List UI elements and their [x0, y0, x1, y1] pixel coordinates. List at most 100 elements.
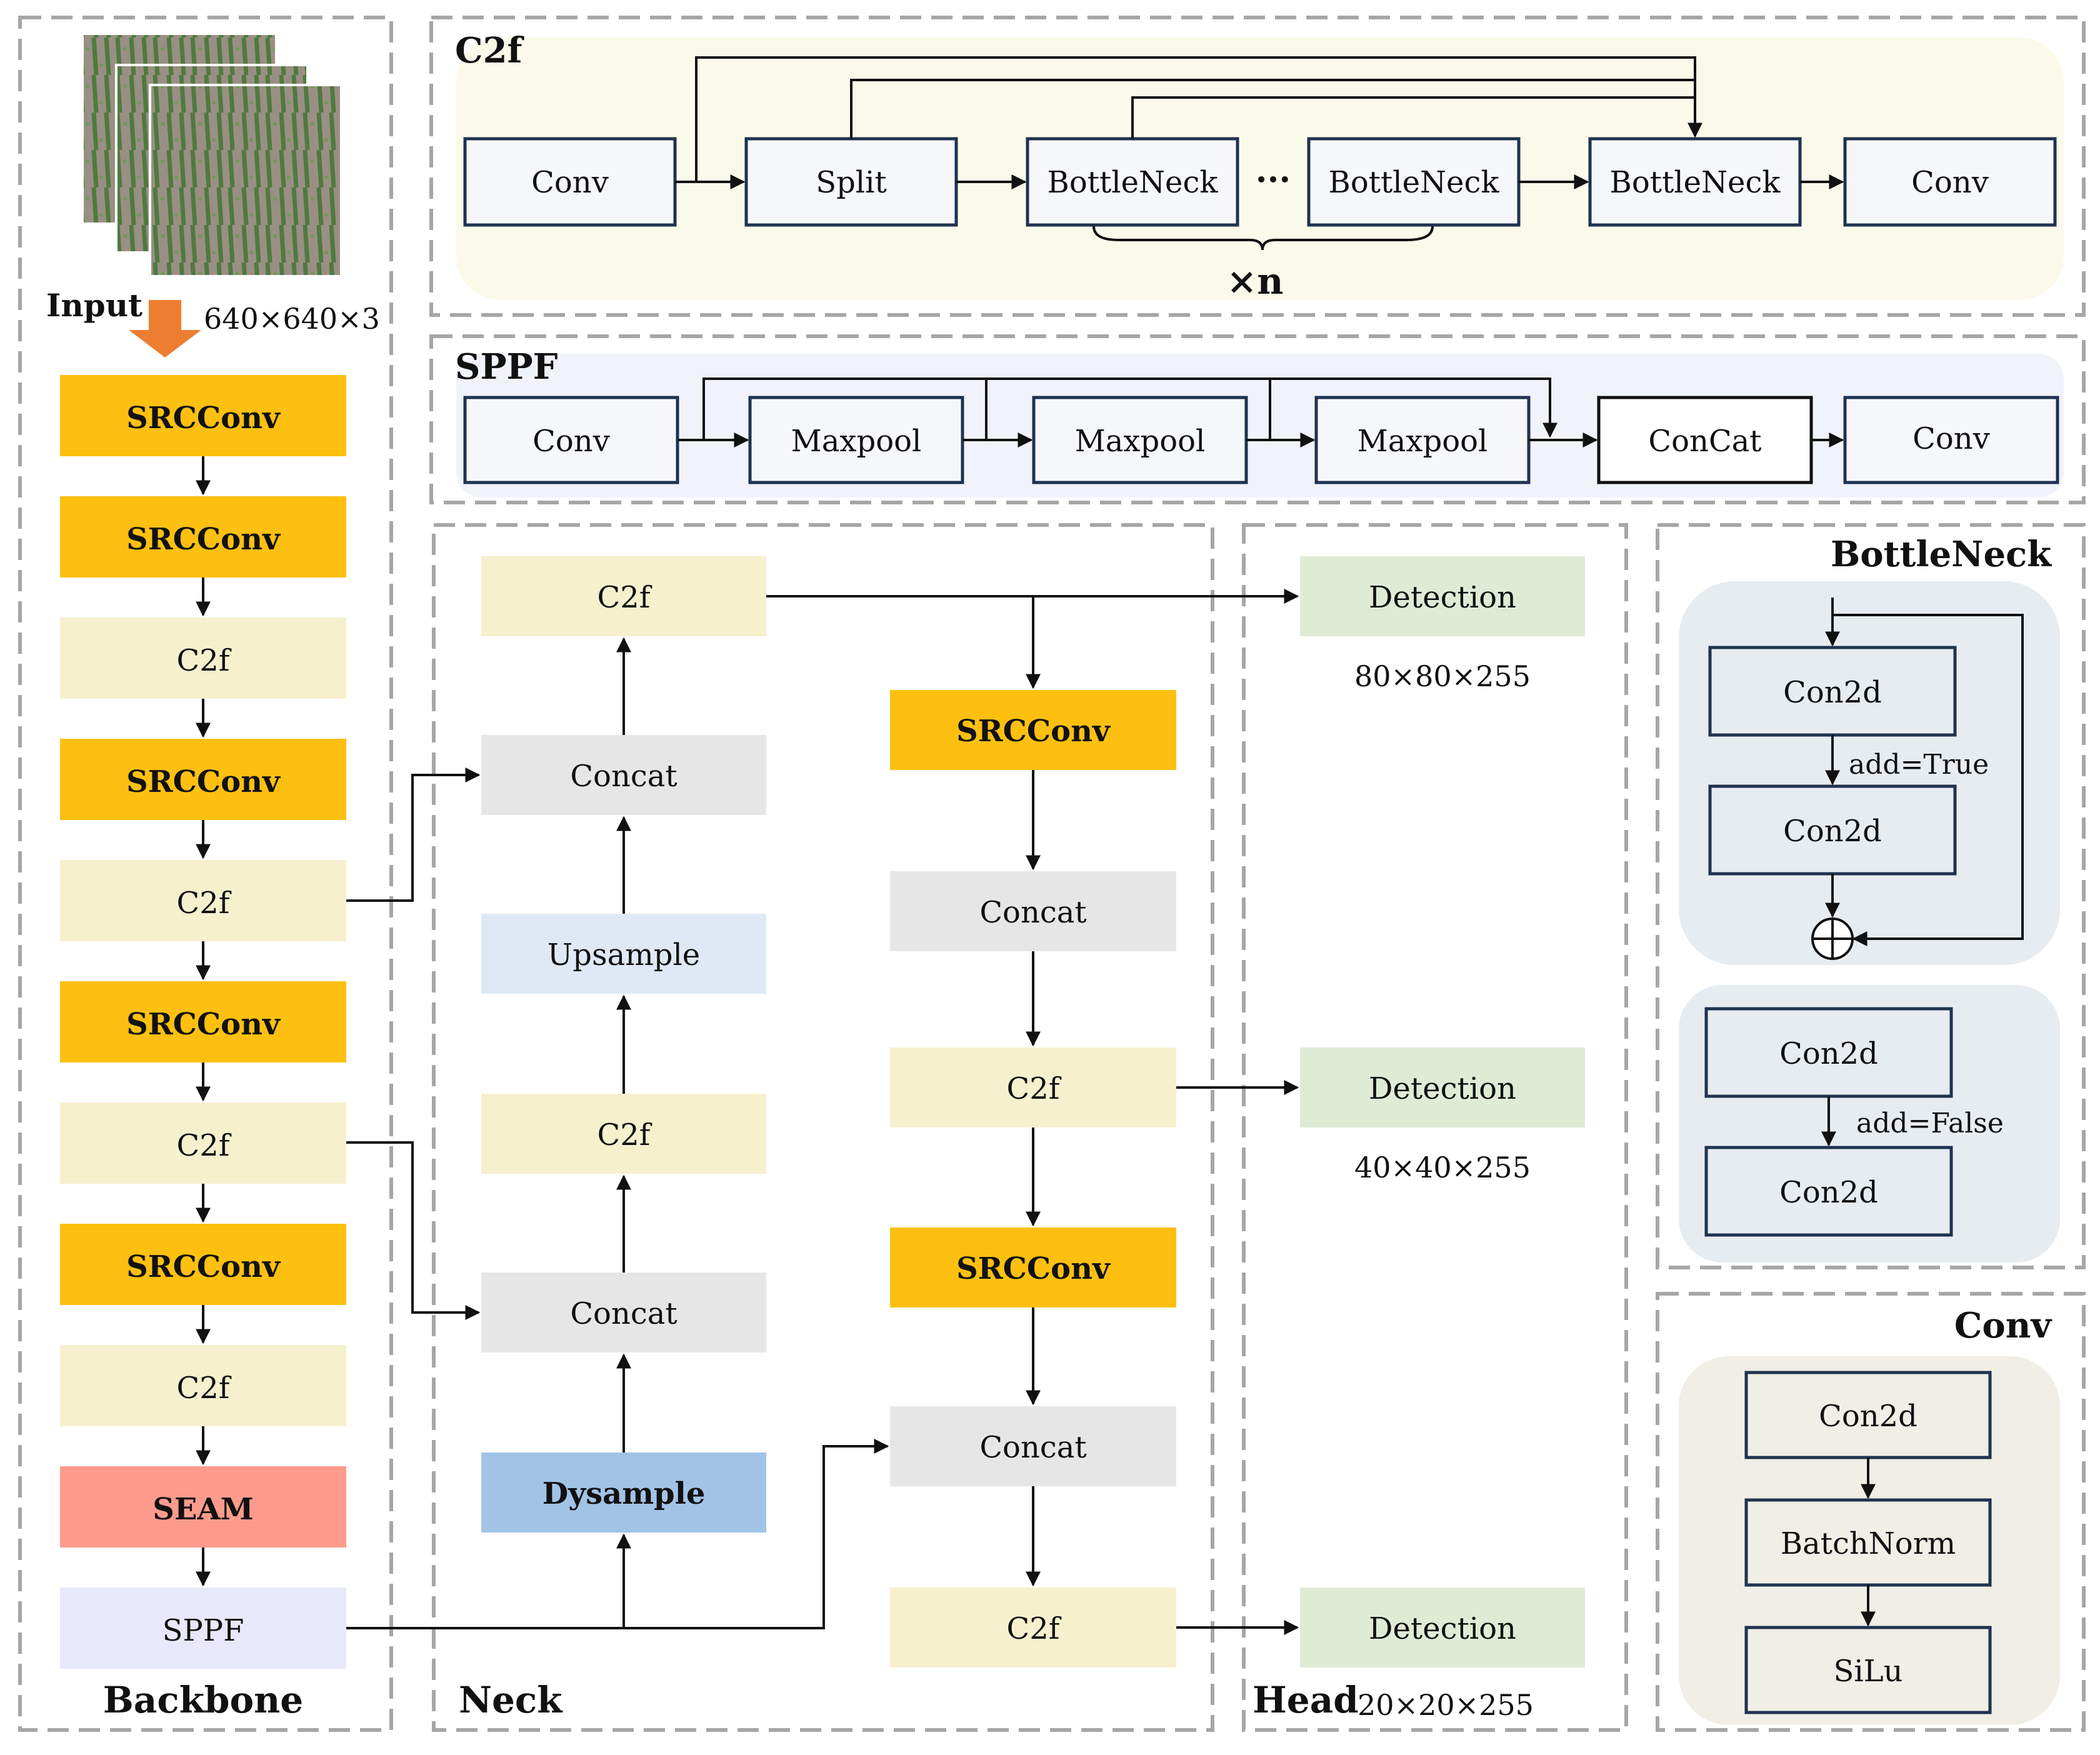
- sppf-block-maxpool-1: [748, 396, 964, 484]
- backbone-sppf-label: SPPF: [162, 1613, 244, 1648]
- bottleneck-true-con2d-2: [1708, 784, 1957, 876]
- neck-srcconv-2: [890, 1228, 1176, 1308]
- bottleneck-true-con2d-1: [1708, 646, 1957, 737]
- conv-frame: [1656, 1292, 2086, 1732]
- backbone-srcconv-2: [60, 496, 346, 578]
- backbone-c2f-4: [60, 1345, 346, 1426]
- c2f-repeat-label: ×n: [1227, 260, 1284, 302]
- sppf-block-maxpool-2: [1032, 396, 1248, 484]
- neck-srcconv-1-label: SRCConv: [956, 714, 1111, 749]
- bottleneck-false-con2d-1: [1704, 1007, 1953, 1098]
- c2f-block-conv-in: [463, 137, 677, 227]
- neck-c2f-top-label: C2f: [597, 580, 652, 615]
- c2f-ellipsis: ···: [1256, 159, 1291, 199]
- backbone-sppf: [60, 1588, 346, 1669]
- backbone-srcconv-4-label: SRCConv: [126, 1007, 281, 1042]
- c2f-block-bottleneck-1-label: BottleNeck: [1048, 165, 1219, 200]
- backbone-title: Backbone: [103, 1679, 303, 1721]
- neck-upsample-label: Upsample: [548, 938, 700, 972]
- head-detection-2-label: Detection: [1369, 1071, 1516, 1106]
- head-title: Head: [1252, 1679, 1359, 1721]
- neck-concat-2: [481, 1272, 766, 1352]
- neck-c2f-mid: [481, 1094, 766, 1174]
- head-detections: Detection 80×80×255 Detection 40×40×255 …: [1300, 556, 1585, 1668]
- c2f-block-conv-in-label: Conv: [531, 165, 609, 200]
- neck-arrows: [346, 589, 1299, 1635]
- conv-block-con2d-label: Con2d: [1819, 1399, 1918, 1434]
- neck-concat-3: [890, 871, 1176, 951]
- neck-concat-3-label: Concat: [979, 895, 1086, 930]
- neck-frame: [432, 523, 1214, 1732]
- head-detection-3: [1300, 1588, 1585, 1668]
- c2f-block-conv-out-label: Conv: [1911, 165, 1989, 200]
- backbone-c2f-2: [60, 860, 346, 941]
- neck-c2f-top: [481, 556, 766, 636]
- backbone-c2f-3: [60, 1102, 346, 1184]
- sppf-block-maxpool-1-label: Maxpool: [791, 424, 922, 459]
- sppf-panel-title: SPPF: [455, 346, 558, 388]
- bottleneck-true-con2d-1-label: Con2d: [1783, 675, 1882, 710]
- input-arrow-icon: [129, 300, 201, 358]
- c2f-panel-arrows: [675, 56, 1844, 251]
- head-detection-2: [1300, 1048, 1585, 1128]
- conv-block-silu-label: SiLu: [1833, 1654, 1902, 1689]
- c2f-panel-bg: [456, 38, 2064, 300]
- section-frames: [18, 16, 2086, 1732]
- c2f-block-conv-out: [1843, 137, 2057, 227]
- bottleneck-false-con2d-2-label: Con2d: [1779, 1175, 1878, 1210]
- conv-block-silu: [1744, 1626, 1992, 1714]
- neck-concat-4: [890, 1406, 1176, 1486]
- input-image-front: [149, 84, 342, 278]
- backbone-srcconv-1: [60, 375, 346, 456]
- conv-blocks: [1744, 1371, 1992, 1714]
- sppf-block-conv-in: [463, 396, 679, 484]
- neck-concat-1: [481, 735, 766, 815]
- backbone-seam-label: SEAM: [152, 1492, 254, 1527]
- c2f-block-split-label: Split: [816, 165, 887, 200]
- c2f-block-bottleneck-3-label: BottleNeck: [1610, 165, 1781, 200]
- neck-dysample: [481, 1452, 766, 1532]
- bottleneck-add-true-label: add=True: [1849, 749, 1989, 781]
- neck-c2f-right-1: [890, 1048, 1176, 1128]
- backbone-c2f-1-label: C2f: [176, 643, 231, 678]
- neck-concat-1-label: Concat: [570, 759, 677, 794]
- sppf-block-maxpool-3: [1314, 396, 1531, 484]
- c2f-frame: [429, 16, 2086, 317]
- neck-concat-2-label: Concat: [570, 1296, 677, 1331]
- head-detection-2-size: 40×40×255: [1354, 1151, 1531, 1184]
- backbone-srcconv-3: [60, 739, 346, 820]
- sppf-block-conv-in-label: Conv: [532, 424, 610, 459]
- backbone-seam: [60, 1466, 346, 1548]
- head-detection-3-size: 20×20×255: [1358, 1688, 1534, 1722]
- sppf-block-conv-out: [1843, 396, 2059, 484]
- bottleneck-true-con2d-2-label: Con2d: [1783, 814, 1882, 849]
- backbone-srcconv-4: [60, 981, 346, 1062]
- neck-title: Neck: [459, 1679, 563, 1721]
- neck-dysample-label: Dysample: [542, 1476, 706, 1511]
- bottleneck-blocks: [1704, 646, 1957, 1237]
- backbone-layers: SRCConv SRCConv C2f SRCConv C2f SRCConv …: [60, 375, 346, 1669]
- conv-block-con2d: [1744, 1371, 1992, 1459]
- c2f-block-bottleneck-3: [1588, 137, 1802, 227]
- conv-panel-title: Conv: [1954, 1305, 2052, 1346]
- backbone-c2f-1: [60, 618, 346, 699]
- head-detection-1: [1300, 556, 1585, 636]
- bottleneck-arrows: [1821, 598, 2024, 1147]
- c2f-block-bottleneck-2-label: BottleNeck: [1329, 165, 1500, 200]
- backbone-srcconv-5-label: SRCConv: [126, 1249, 281, 1284]
- backbone-srcconv-2-label: SRCConv: [126, 522, 281, 557]
- bottleneck-false-con2d-2: [1704, 1146, 1953, 1237]
- sppf-frame: [429, 334, 2086, 504]
- backbone-c2f-3-label: C2f: [176, 1128, 231, 1163]
- add-circle-icon: [1811, 918, 1854, 960]
- bottleneck-false-con2d-1-label: Con2d: [1779, 1036, 1878, 1071]
- c2f-block-bottleneck-2: [1307, 137, 1521, 227]
- head-detection-3-label: Detection: [1369, 1611, 1516, 1646]
- backbone-srcconv-5: [60, 1224, 346, 1305]
- sppf-block-conv-out-label: Conv: [1912, 421, 1990, 456]
- neck-concat-4-label: Concat: [979, 1430, 1086, 1465]
- sppf-block-maxpool-2-label: Maxpool: [1075, 424, 1206, 459]
- conv-block-batchnorm-label: BatchNorm: [1781, 1526, 1956, 1561]
- neck-c2f-mid-label: C2f: [597, 1118, 652, 1152]
